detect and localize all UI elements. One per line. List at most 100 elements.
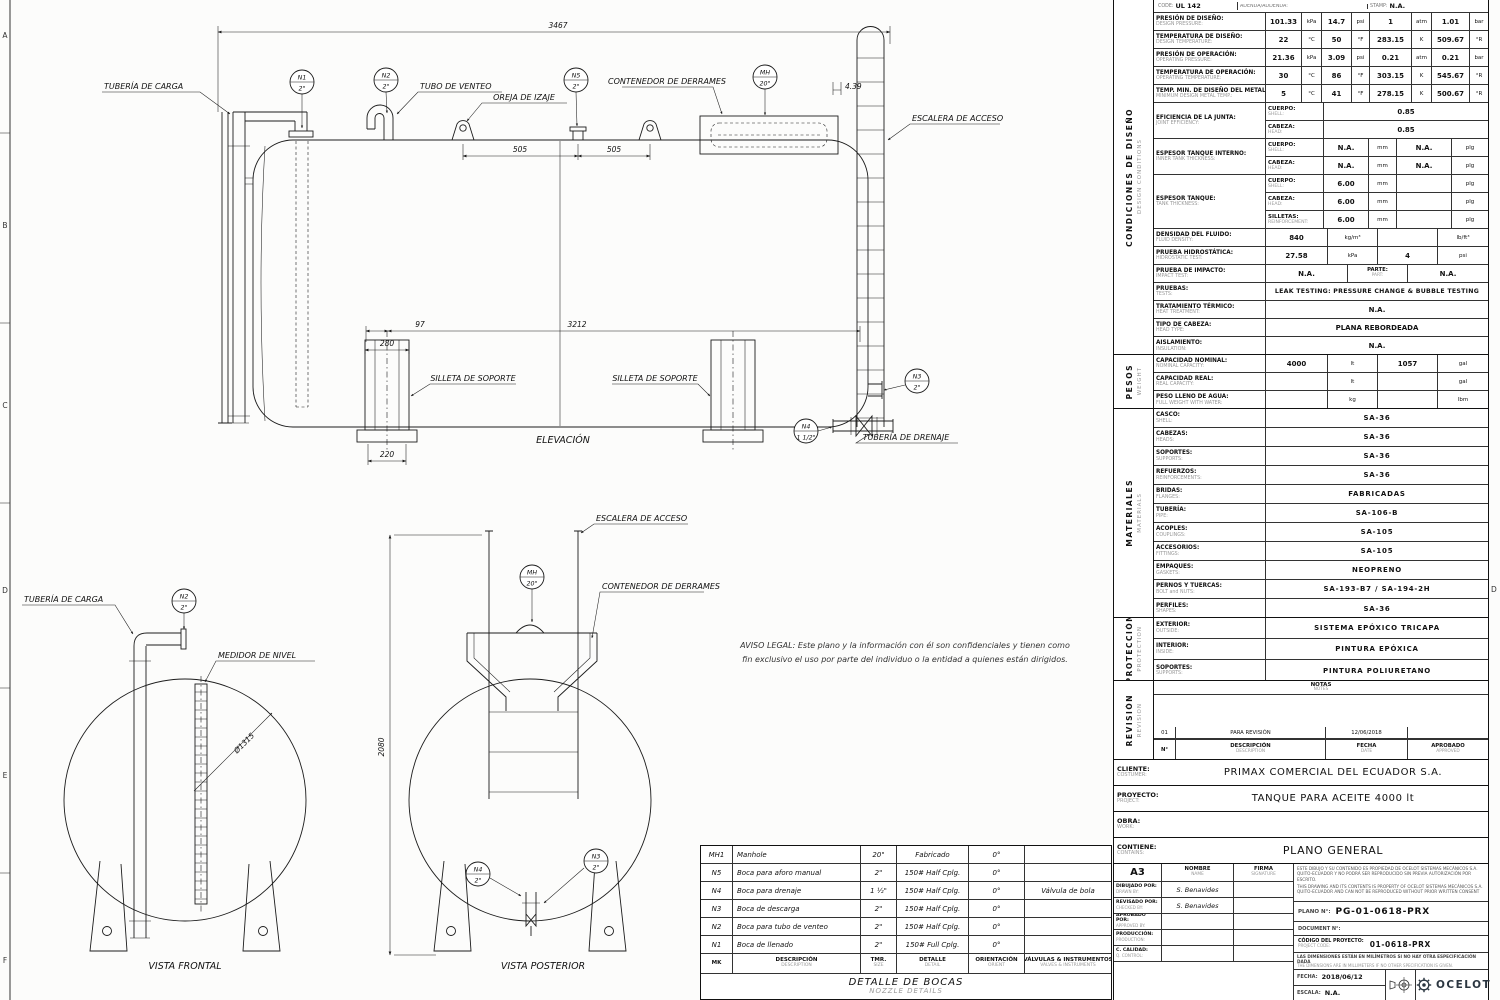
stamp-value: N.A. — [1389, 2, 1406, 10]
nozzle-valves: Válvula de bola — [1041, 886, 1095, 895]
material-row: BRIDAS:FLANGES:FABRICADAS — [1154, 485, 1488, 504]
table-row: N5 Boca para aforo manual 2" 150# Half C… — [701, 864, 1111, 882]
drawing-number-row: PLANO N°: PG-01-0618-PRX — [1294, 902, 1488, 922]
project-code-row: CÓDIGO DEL PROYECTO:PROJECT CODE: 01-061… — [1294, 936, 1488, 953]
code-row: CODE: UL 142 ADENDA/ADDENDA: STAMP: N.A. — [1154, 0, 1488, 13]
table-row: N4 Boca para drenaje 1 ½" 150# Half Cplg… — [701, 882, 1111, 900]
nozzle-detail: 150# Half Cplg. — [897, 900, 969, 917]
nozzle-mk: MH1 — [701, 846, 733, 863]
svg-text:N1: N1 — [298, 75, 307, 82]
protection-row: EXTERIOR:OUTSIDE:SISTEMA EPÓXICO TRICAPA — [1154, 618, 1488, 639]
dim-505-a: 505 — [513, 145, 528, 154]
saddle-supports — [356, 331, 764, 452]
label-tuberia-carga: TUBERÍA DE CARGA — [104, 80, 183, 91]
front-view-title: VISTA FRONTAL — [148, 961, 221, 972]
nozzle-desc: Boca para tubo de venteo — [733, 918, 861, 935]
work-row: OBRA:WORK: — [1114, 812, 1488, 838]
label-silleta-2: SILLETA DE SOPORTE — [612, 374, 698, 383]
nozzle-mk: N3 — [701, 900, 733, 917]
project-code: 01-0618-PRX — [1369, 939, 1431, 949]
gear-icon — [1416, 977, 1432, 993]
svg-text:N3: N3 — [913, 374, 922, 381]
hdr-or-en: ORIENT — [988, 963, 1005, 969]
hdr-valv-es: VÁLVULAS & INSTRUMENTOS — [1025, 957, 1111, 964]
full-weight-row: PESO LLENO DE AGUA:FULL WEIGHT WITH WATE… — [1154, 391, 1488, 408]
label-escalera-acceso: ESCALERA DE ACCESO — [912, 114, 1003, 123]
quality-row: C. CALIDAD:Q. CONTROL: — [1114, 946, 1293, 962]
row-letter-d: D — [2, 586, 8, 595]
svg-text:MH: MH — [527, 570, 537, 577]
notes-empty-area — [1154, 695, 1488, 727]
svg-text:fin exclusivo el uso por parte: fin exclusivo el uso por parte del indiv… — [742, 655, 1068, 664]
document-number-row: DOCUMENT N°: — [1294, 922, 1488, 936]
nozzle-valves — [1025, 900, 1111, 917]
material-row: ACCESORIOS:FITTINGS:SA-105 — [1154, 542, 1488, 561]
signature-space — [1234, 946, 1293, 961]
posterior-view-title: VISTA POSTERIOR — [501, 961, 585, 972]
hdr-desc-es: DESCRIPCIÓN — [775, 957, 818, 964]
revision-entry-row: 01 PARA REVISIÓN 12/06/2018 — [1154, 727, 1488, 739]
signature-space — [1234, 898, 1293, 913]
nozzle-valves — [1025, 918, 1111, 935]
signature-space — [1234, 882, 1293, 897]
nozzle-size: 1 ½" — [861, 882, 897, 899]
table-row: N2 Boca para tubo de venteo 2" 150# Half… — [701, 918, 1111, 936]
material-row: PERNOS Y TUERCAS:BOLT and NUTS:SA-193-B7… — [1154, 580, 1488, 599]
level-gauge-icon — [194, 676, 208, 914]
code-value: UL 142 — [1175, 2, 1201, 10]
dim-height-2080: 2080 — [377, 737, 386, 756]
nozzle-size: 2" — [861, 864, 897, 881]
nozzle-desc: Boca para aforo manual — [733, 864, 861, 881]
table-row: MH1 Manhole 20" Fabricado 0° — [701, 846, 1111, 864]
svg-text:AVISO LEGAL: Este plano y la i: AVISO LEGAL: Este plano y la información… — [739, 640, 1070, 650]
table-title: DETALLE DE BOCAS — [848, 977, 964, 989]
balloon-n2: N2 2" — [373, 67, 399, 93]
real-capacity-row: CAPACIDAD REAL:REAL CAPACITY: lt gal — [1154, 373, 1488, 391]
svg-text:N5: N5 — [572, 73, 581, 80]
spill-container-rear — [466, 624, 598, 711]
nozzle-orient: 0° — [969, 846, 1025, 863]
material-row: REFUERZOS:REINFORCEMENTS:SA-36 — [1154, 466, 1488, 485]
row-letter-e: E — [3, 771, 8, 780]
tank-thickness-row: ESPESOR TANQUE:TANK THICKNESS: CUERPO:SH… — [1154, 175, 1488, 229]
projection-symbol-icon — [1386, 970, 1416, 1000]
operating-temperature-row: TEMPERATURA DE OPERACIÓN:OPERATING TEMPE… — [1154, 67, 1488, 85]
label-contenedor-derrames: CONTENEDOR DE DERRAMES — [608, 77, 726, 86]
svg-text:MH: MH — [760, 70, 770, 77]
table-subtitle: NOZZLE DETAILS — [869, 987, 943, 996]
nozzle-orient: 0° — [969, 936, 1025, 953]
right-margin-row-letter: D — [1491, 585, 1497, 594]
svg-text:2": 2" — [593, 865, 600, 872]
stamp-label: STAMP: — [1370, 3, 1388, 9]
nozzle-table-title: DETALLE DE BOCAS NOZZLE DETAILS — [701, 974, 1111, 999]
approved-by-row: APROBADO POR:APPROVED BY: — [1114, 914, 1293, 930]
table-header: MK DESCRIPCIÓN DESCRIPTION TMR. SIZE DET… — [701, 954, 1111, 974]
svg-text:2": 2" — [573, 84, 580, 91]
section-title-es: CONDICIONES DE DISEÑO — [1124, 107, 1134, 247]
label-contenedor-rear: CONTENEDOR DE DERRAMES — [602, 582, 720, 591]
nozzle-desc: Boca para drenaje — [733, 882, 861, 899]
row-letter-b: B — [2, 221, 7, 230]
client-row: CLIENTE:COSTUMER: PRIMAX COMERCIAL DEL E… — [1114, 760, 1488, 786]
drain-piping — [832, 414, 894, 438]
inner-tank-thickness-row: ESPESOR TANQUE INTERNO:INNER TANK THICKN… — [1154, 139, 1488, 175]
hdr-det-en: DETAIL — [924, 963, 941, 969]
svg-text:2": 2" — [299, 86, 306, 93]
nozzle-orient: 0° — [969, 918, 1025, 935]
title-block: CONDICIONES DE DISEÑO DESIGN CONDITIONS … — [1113, 0, 1490, 1000]
table-row: N3 Boca de descarga 2" 150# Half Cplg. 0… — [701, 900, 1111, 918]
balloon-n3: N3 2" — [904, 368, 930, 394]
nozzle-size: 20" — [861, 846, 897, 863]
nozzle-detail: Fabricado — [897, 846, 969, 863]
row-letter-c: C — [2, 401, 7, 410]
lifting-lug-icon — [451, 120, 662, 141]
balloon-mh-rear: MH 20" — [519, 564, 545, 590]
nominal-capacity-row: CAPACIDAD NOMINAL:NOMINAL CAPACITY: 4000… — [1154, 355, 1488, 373]
project-value: TANQUE PARA ACEITE 4000 lt — [1251, 793, 1415, 804]
